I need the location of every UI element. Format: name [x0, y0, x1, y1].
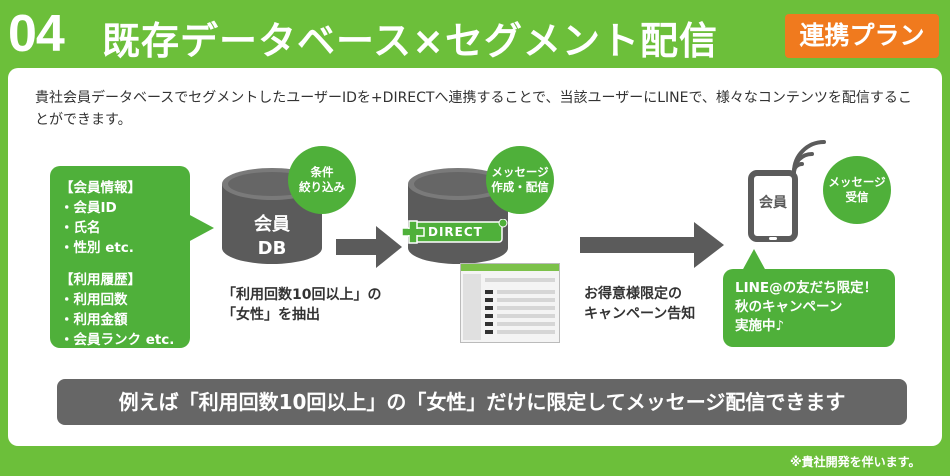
- filter-circle-line2: 絞り込み: [299, 180, 345, 194]
- filter-circle-line1: 条件: [310, 165, 334, 179]
- signal-waves-icon: [792, 140, 826, 174]
- member-info-item: ・氏名: [60, 220, 101, 236]
- member-info-title: 【会員情報】: [60, 180, 141, 196]
- header: 04 既存データベース×セグメント配信 連携プラン: [0, 0, 950, 68]
- member-info-item: ・会員ID: [60, 200, 117, 216]
- member-info-box: 【会員情報】 ・会員ID ・氏名 ・性別 etc. 【利用履歴】 ・利用回数 ・…: [50, 166, 190, 348]
- usage-history-item: ・利用金額: [60, 312, 128, 328]
- message-bubble: LINE@の友だち限定！ 秋のキャンペーン 実施中♪: [723, 269, 895, 347]
- receive-circle-line1: メッセージ: [828, 175, 886, 189]
- usage-history-item: ・利用回数: [60, 292, 128, 308]
- member-info-item: ・性別 etc.: [60, 240, 134, 256]
- db-label-line1: 会員: [254, 214, 290, 235]
- receive-message-circle: メッセージ 受信: [823, 156, 891, 224]
- receive-circle-line2: 受信: [845, 190, 869, 204]
- plan-badge: 連携プラン: [785, 14, 939, 58]
- campaign-caption: お得意様限定の キャンペーン告知: [584, 284, 695, 324]
- phone-member-label: 会員: [759, 195, 787, 211]
- filter-caption-line1: 「利用回数10回以上」の: [222, 287, 382, 303]
- message-bubble-pointer: [742, 249, 766, 271]
- member-box-pointer: [188, 214, 214, 242]
- message-line2: 秋のキャンペーン: [735, 299, 843, 315]
- filter-caption-line2: 「女性」を抽出: [222, 307, 320, 323]
- create-message-circle: メッセージ 作成・配信: [486, 146, 554, 214]
- arrow-right-icon: [336, 226, 402, 268]
- db-label-line2: DB: [257, 238, 287, 259]
- create-circle-line1: メッセージ: [491, 165, 549, 179]
- filter-caption: 「利用回数10回以上」の 「女性」を抽出: [222, 285, 381, 325]
- usage-history-title: 【利用履歴】: [60, 272, 141, 288]
- description-text: 貴社会員データベースでセグメントしたユーザーIDを+DIRECTへ連携することで…: [35, 90, 912, 128]
- direct-db-cylinder: [408, 168, 508, 268]
- smartphone-icon: [748, 170, 798, 242]
- campaign-caption-line2: キャンペーン告知: [584, 306, 696, 322]
- message-line3: 実施中♪: [735, 318, 785, 334]
- create-circle-line2: 作成・配信: [491, 180, 549, 194]
- database-icon: [408, 168, 508, 264]
- filter-circle: 条件 絞り込み: [288, 146, 356, 214]
- page-title: 既存データベース×セグメント配信: [102, 19, 718, 63]
- admin-screen-thumbnail: [460, 263, 560, 343]
- footnote: ※貴社開発を伴います。: [790, 455, 921, 469]
- direct-logo-icon: [402, 219, 508, 244]
- direct-logo-text: DIRECT: [428, 225, 483, 239]
- section-number: 04: [8, 5, 65, 63]
- campaign-caption-line1: お得意様限定の: [584, 286, 682, 302]
- arrow-right-icon: [580, 222, 724, 268]
- message-line1: LINE@の友だち限定！: [735, 280, 878, 296]
- usage-history-item: ・会員ランク etc.: [60, 332, 175, 348]
- example-banner: 例えば「利用回数10回以上」の「女性」だけに限定してメッセージ配信できます: [57, 379, 907, 425]
